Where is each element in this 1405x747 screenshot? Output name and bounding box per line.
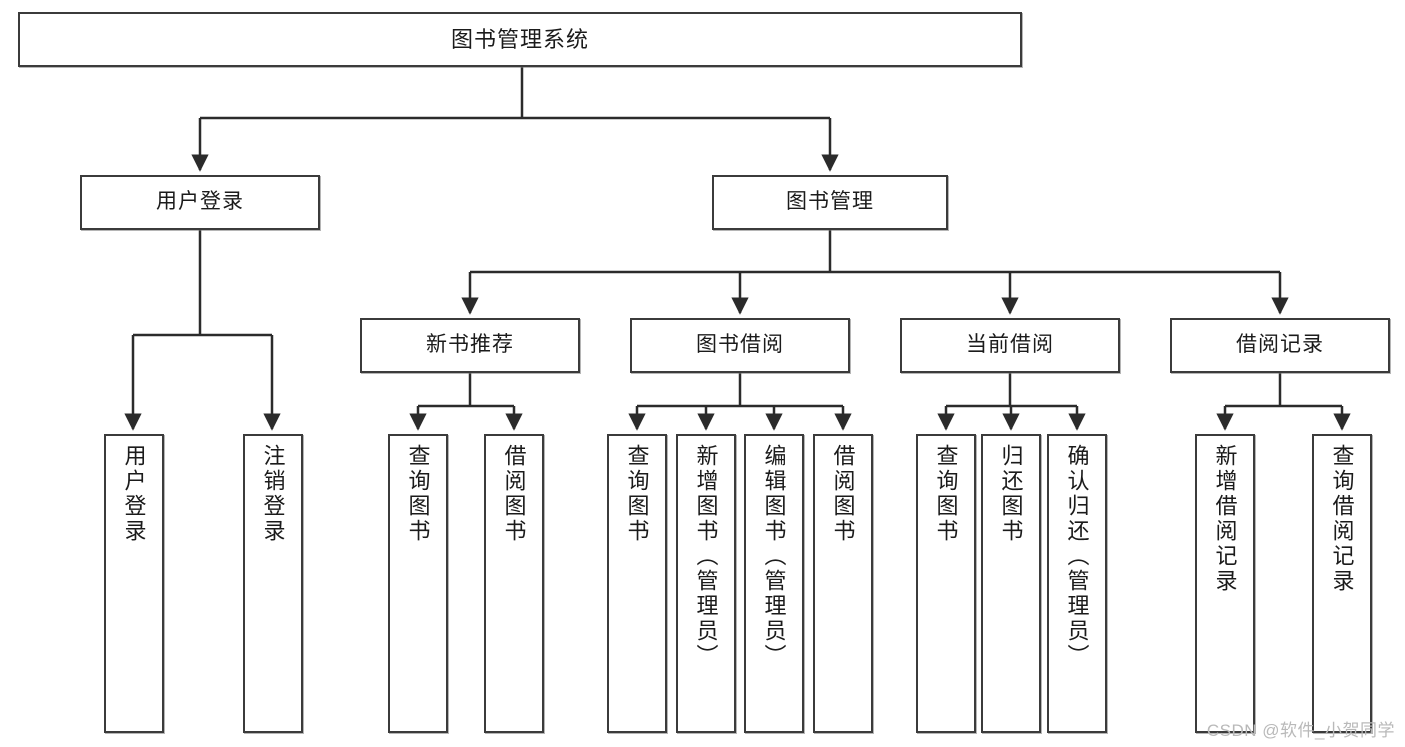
leaf-record-query-record[interactable]: 查询借阅记录 [1312, 434, 1372, 733]
node-label: 用户登录 [156, 190, 244, 214]
leaf-borrow-borrow-book[interactable]: 借阅图书 [813, 434, 873, 733]
leaf-user-login-signin[interactable]: 用户登录 [104, 434, 164, 733]
node-label: 借阅记录 [1236, 333, 1324, 357]
leaf-record-add-record[interactable]: 新增借阅记录 [1195, 434, 1255, 733]
node-new-book-recommend[interactable]: 新书推荐 [360, 318, 580, 373]
node-label: 归还图书 [998, 444, 1024, 544]
node-label: 注销登录 [260, 444, 286, 544]
leaf-recommend-query-book[interactable]: 查询图书 [388, 434, 448, 733]
leaf-borrow-edit-book-admin[interactable]: 编辑图书（管理员） [744, 434, 804, 733]
node-book-management[interactable]: 图书管理 [712, 175, 948, 230]
node-root-system[interactable]: 图书管理系统 [18, 12, 1022, 67]
node-label: 查询图书 [624, 444, 650, 544]
leaf-current-query-book[interactable]: 查询图书 [916, 434, 976, 733]
node-label: 查询图书 [405, 444, 431, 544]
leaf-borrow-add-book-admin[interactable]: 新增图书（管理员） [676, 434, 736, 733]
leaf-current-return-book[interactable]: 归还图书 [981, 434, 1041, 733]
leaf-recommend-borrow-book[interactable]: 借阅图书 [484, 434, 544, 733]
node-borrow-record[interactable]: 借阅记录 [1170, 318, 1390, 373]
node-label: 编辑图书（管理员） [761, 444, 787, 669]
node-label: 确认归还（管理员） [1064, 444, 1090, 669]
node-label: 查询图书 [933, 444, 959, 544]
leaf-borrow-query-book[interactable]: 查询图书 [607, 434, 667, 733]
node-book-borrow[interactable]: 图书借阅 [630, 318, 850, 373]
node-label: 新增图书（管理员） [693, 444, 719, 669]
node-label: 用户登录 [121, 444, 147, 544]
leaf-user-login-signout[interactable]: 注销登录 [243, 434, 303, 733]
node-label: 借阅图书 [501, 444, 527, 544]
node-label: 新书推荐 [426, 333, 514, 357]
node-label: 图书管理 [786, 190, 874, 214]
node-label: 当前借阅 [966, 333, 1054, 357]
csdn-watermark: CSDN @软件_小贺同学 [1206, 721, 1395, 740]
node-label: 查询借阅记录 [1329, 444, 1355, 594]
node-label: 借阅图书 [830, 444, 856, 544]
node-label: 新增借阅记录 [1212, 444, 1238, 594]
leaf-current-confirm-return-admin[interactable]: 确认归还（管理员） [1047, 434, 1107, 733]
node-label: 图书借阅 [696, 333, 784, 357]
node-user-login[interactable]: 用户登录 [80, 175, 320, 230]
node-label: 图书管理系统 [450, 26, 589, 52]
node-current-borrow[interactable]: 当前借阅 [900, 318, 1120, 373]
